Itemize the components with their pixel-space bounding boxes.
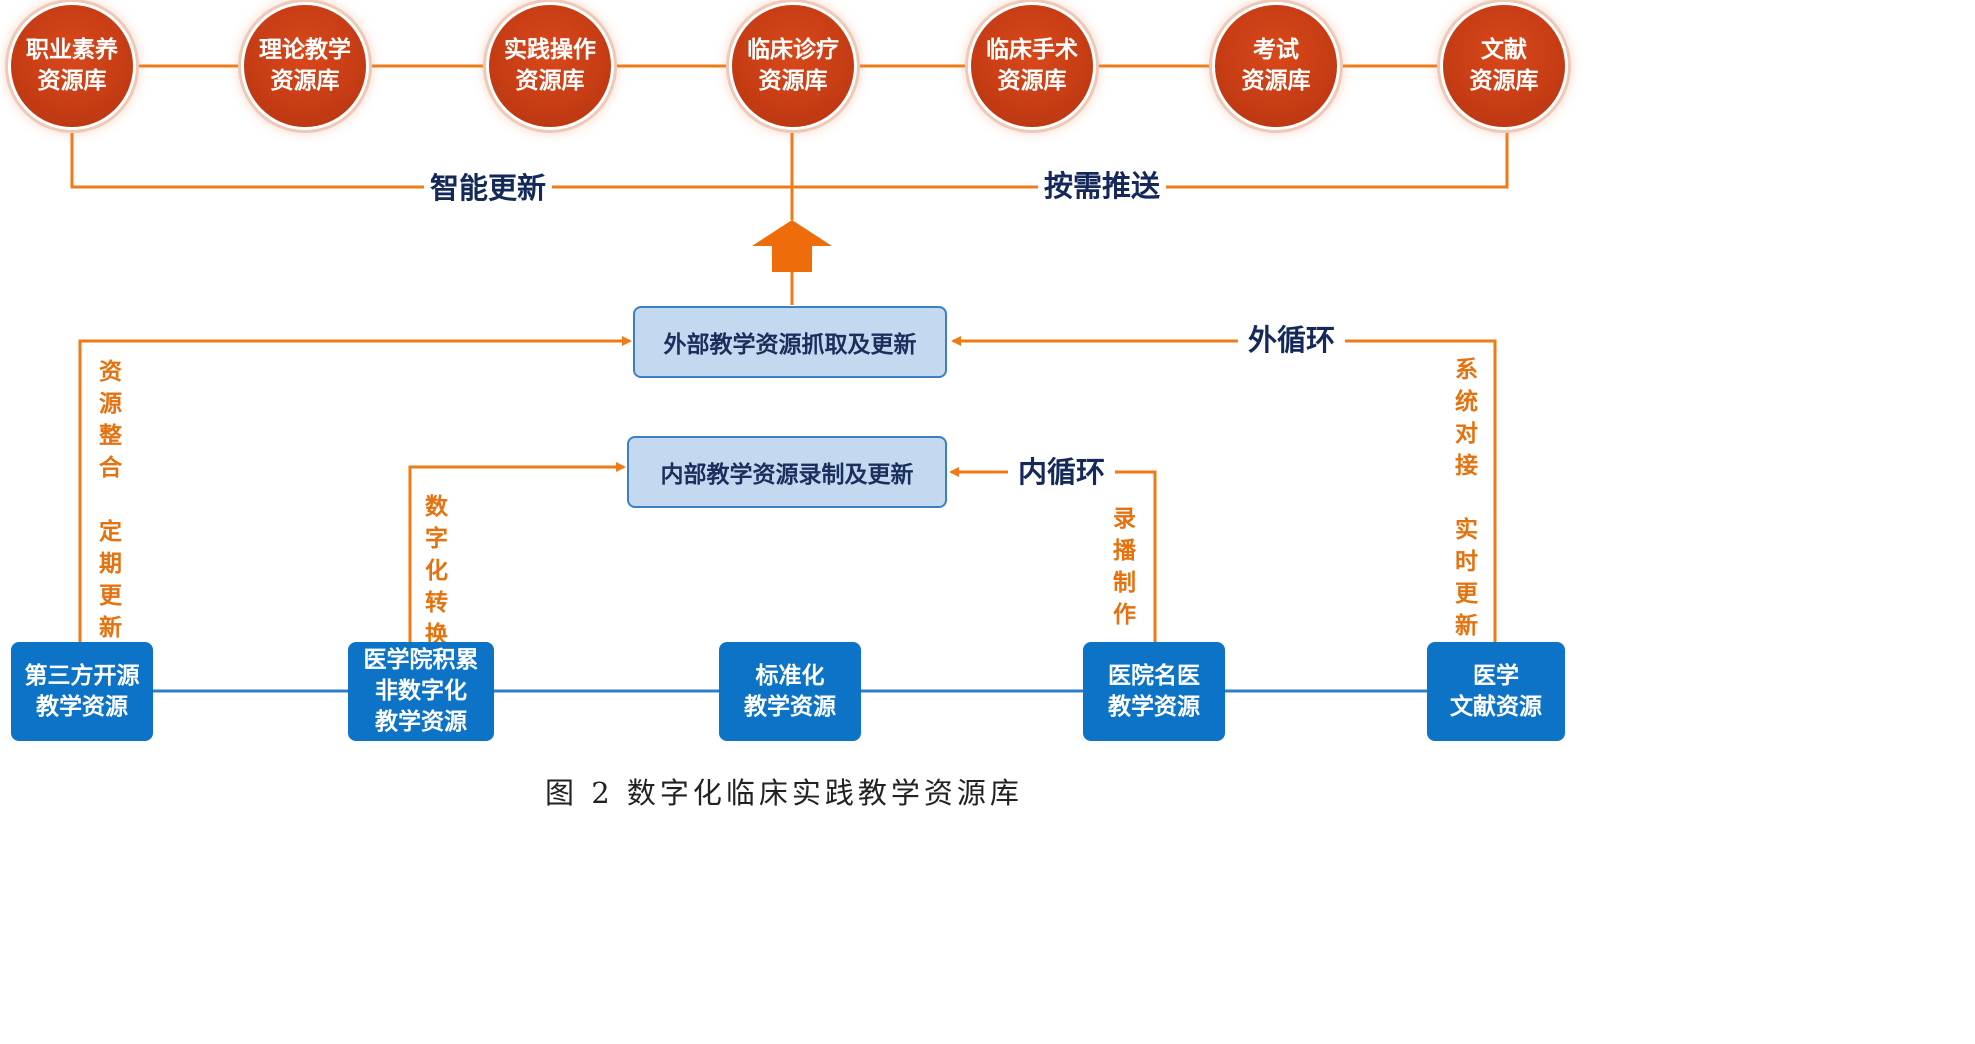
vertical-char: 整 <box>99 423 122 449</box>
resource-integration-label: 资 源 整 合 定 期 更 新 <box>99 356 122 644</box>
smart-update-label: 智能更新 <box>424 170 553 206</box>
internal-resource-box: 内部教学资源录制及更新 <box>627 436 947 508</box>
on-demand-push-label: 按需推送 <box>1038 168 1167 204</box>
vertical-char: 作 <box>1113 602 1136 628</box>
vertical-char: 制 <box>1113 570 1136 596</box>
library-label-line1: 考试 <box>1253 37 1299 63</box>
inner-left-line <box>408 462 626 642</box>
up-arrow <box>752 220 832 272</box>
library-label-line2: 资源库 <box>758 68 828 94</box>
library-circle-surgery: 临床手术 资源库 <box>971 5 1093 127</box>
source-line: 医学院积累 <box>363 647 479 673</box>
vertical-char: 时 <box>1455 549 1478 575</box>
vertical-char: 转 <box>425 590 448 616</box>
figure-caption: 图 2 数字化临床实践教学资源库 <box>545 776 1023 810</box>
external-resource-box: 外部教学资源抓取及更新 <box>633 306 947 378</box>
vertical-char: 期 <box>99 551 122 577</box>
library-circle-professional: 职业素养 资源库 <box>11 5 133 127</box>
library-label-line2: 资源库 <box>997 68 1067 94</box>
library-circle-literature: 文献 资源库 <box>1443 5 1565 127</box>
outer-right-line <box>951 336 1497 642</box>
source-box-medical-college: 医学院积累 非数字化 教学资源 <box>348 642 494 741</box>
library-label-line2: 资源库 <box>37 68 107 94</box>
source-box-famous-doctors: 医院名医 教学资源 <box>1083 642 1225 741</box>
source-line: 教学资源 <box>744 693 836 720</box>
source-line: 标准化 <box>755 662 825 689</box>
vertical-char: 定 <box>99 519 122 545</box>
vertical-char: 系 <box>1455 357 1478 383</box>
library-circle-diagnosis: 临床诊疗 资源库 <box>732 5 854 127</box>
outer-left-line <box>78 336 632 642</box>
library-label-line2: 资源库 <box>1469 68 1539 94</box>
source-line: 文献资源 <box>1450 693 1542 720</box>
vertical-char: 字 <box>425 526 448 552</box>
library-label-line1: 文献 <box>1481 37 1527 63</box>
library-label-line1: 临床诊疗 <box>747 37 839 63</box>
source-line: 医院名医 <box>1108 662 1200 689</box>
source-box-standardized: 标准化 教学资源 <box>719 642 861 741</box>
library-label-line1: 理论教学 <box>259 37 351 63</box>
vertical-char: 接 <box>1455 453 1478 479</box>
vertical-char: 新 <box>1455 613 1478 639</box>
digital-conversion-label: 数 字 化 转 换 <box>425 491 448 651</box>
source-line: 第三方开源 <box>24 662 140 689</box>
vertical-char: 化 <box>425 558 448 584</box>
vertical-char: 更 <box>99 583 122 609</box>
library-label-line2: 资源库 <box>515 68 585 94</box>
library-circle-exam: 考试 资源库 <box>1215 5 1337 127</box>
vertical-char: 数 <box>425 494 448 520</box>
source-box-third-party: 第三方开源 教学资源 <box>11 642 153 741</box>
top-bracket-line <box>70 126 1509 189</box>
source-line: 医学 <box>1473 662 1519 689</box>
library-label-line2: 资源库 <box>270 68 340 94</box>
source-line: 教学资源 <box>36 693 128 720</box>
vertical-char: 播 <box>1113 538 1136 564</box>
resource-library-diagram: 职业素养 资源库 理论教学 资源库 实践操作 资源库 临床诊疗 资源库 临床手术… <box>11 5 1565 810</box>
vertical-char: 新 <box>99 615 122 641</box>
library-circle-theory: 理论教学 资源库 <box>244 5 366 127</box>
vertical-char: 换 <box>425 622 448 648</box>
vertical-char: 对 <box>1455 421 1478 447</box>
source-line: 非数字化 <box>375 678 467 704</box>
recording-production-label: 录 播 制 作 <box>1113 503 1136 631</box>
library-label-line1: 临床手术 <box>986 37 1078 63</box>
library-circle-practice: 实践操作 资源库 <box>489 5 611 127</box>
inner-loop-label: 内循环 <box>1008 454 1116 490</box>
system-docking-label: 系 统 对 接 实 时 更 新 <box>1455 354 1478 642</box>
vertical-char: 实 <box>1455 517 1478 543</box>
source-line: 教学资源 <box>1108 693 1200 720</box>
vertical-char: 统 <box>1455 389 1478 415</box>
vertical-char: 合 <box>99 455 122 481</box>
source-box-medical-literature: 医学 文献资源 <box>1427 642 1565 741</box>
source-line: 教学资源 <box>375 709 467 735</box>
vertical-char: 资 <box>99 359 122 385</box>
library-label-line1: 实践操作 <box>504 37 596 63</box>
library-label-line1: 职业素养 <box>26 37 118 63</box>
outer-loop-label: 外循环 <box>1238 322 1346 358</box>
vertical-char: 更 <box>1455 581 1478 607</box>
vertical-char: 录 <box>1113 506 1136 532</box>
vertical-char: 源 <box>99 391 122 417</box>
library-label-line2: 资源库 <box>1241 68 1311 94</box>
